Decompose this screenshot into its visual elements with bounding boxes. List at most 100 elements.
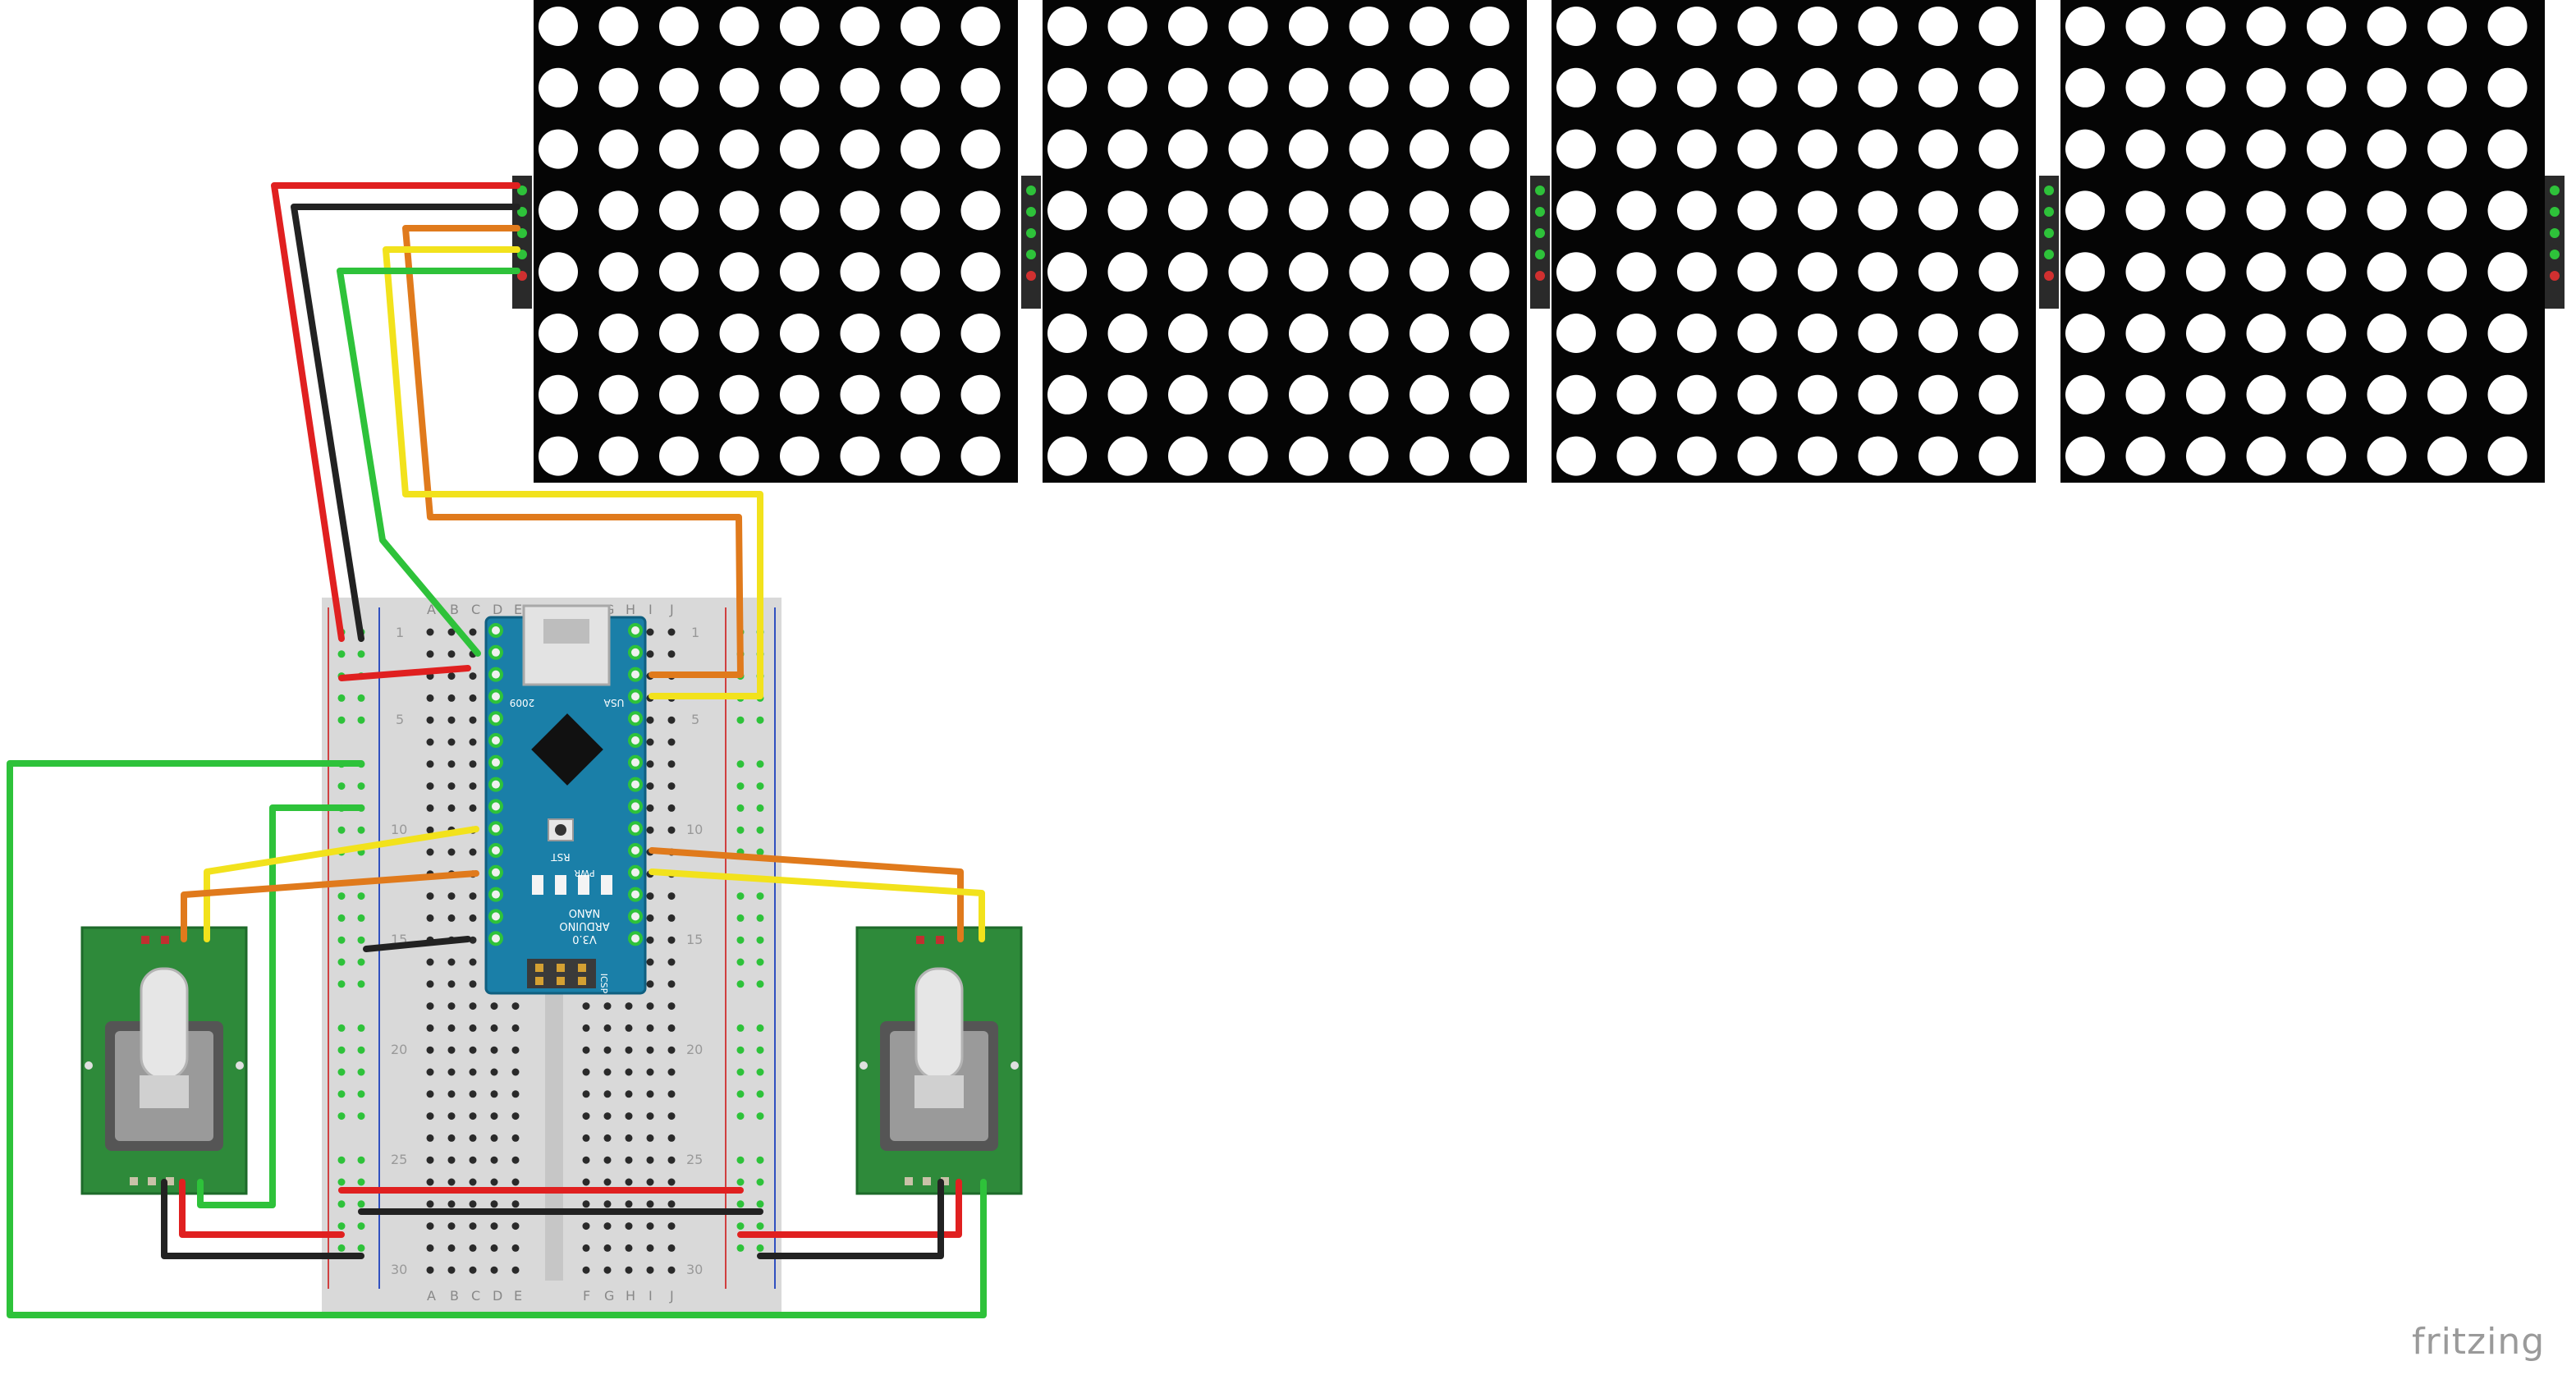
led-dot [1289,374,1328,415]
rail-hole [337,1046,346,1054]
led-dot [1858,252,1898,292]
led-dot [901,7,940,46]
breadboard-hole [447,1244,456,1252]
led-dot [1349,7,1389,46]
led-dot [1677,436,1717,476]
led-dot [2487,252,2528,292]
breadboard-hole [447,1134,456,1142]
led-dot [1798,374,1837,415]
led-dot [2065,314,2105,353]
led-dot [1228,190,1268,231]
rail-hole [756,716,764,724]
rail-hole [357,1156,365,1164]
connector-pin [1535,207,1545,217]
led-dot [1107,129,1148,169]
led-dot [719,252,759,292]
led-dot [1047,436,1087,476]
led-dot [1168,436,1208,476]
led-dot [1228,374,1268,415]
led-dot [1616,436,1657,476]
breadboard-hole [646,1068,654,1076]
led-dot [1556,252,1596,292]
breadboard-hole [426,1046,434,1054]
breadboard-hole [603,1134,612,1142]
breadboard-hole [490,1178,498,1186]
breadboard-hole [447,892,456,901]
led-dot [2487,7,2528,46]
breadboard-hole [667,716,676,724]
breadboard-hole [447,1266,456,1274]
arduino-pin [628,931,643,946]
led-dot [1168,314,1208,353]
connector-pin [2550,250,2560,259]
led-dot [1978,252,2019,292]
connector-pin [1026,250,1036,259]
breadboard-hole [447,1222,456,1230]
rail-hole [756,958,764,966]
breadboard-hole [469,1024,477,1032]
led-dot [598,374,639,415]
rail-hole [357,936,365,944]
led-dot [2427,252,2467,292]
rail-hole [756,1068,764,1076]
led-dot [1556,314,1596,353]
led-dot [659,436,699,476]
led-dot [1978,314,2019,353]
connector-pin [517,250,527,259]
breadboard-hole [667,980,676,988]
led-dot [2186,7,2225,46]
row-label-15-right: 15 [686,932,703,947]
arduino-pin [488,754,503,770]
led-dot [1349,67,1389,108]
arduino-pin [628,733,643,748]
breadboard-hole [426,760,434,768]
breadboard-hole [625,1068,633,1076]
led-dot [2246,67,2286,108]
rail-hole [337,1024,346,1032]
led-dot [1616,67,1657,108]
connector-pin [2550,271,2560,281]
encoder-pad [141,936,149,944]
breadboard-hole [469,716,477,724]
breadboard-hole [426,716,434,724]
led-dot [840,67,880,108]
rail-hole [337,1112,346,1120]
breadboard-hole [667,628,676,636]
breadboard-hole [667,1178,676,1186]
led-dot [1616,314,1657,353]
rail-hole [357,1068,365,1076]
led-dot [2065,7,2105,46]
rail-hole [736,1244,745,1252]
breadboard-hole [490,1090,498,1098]
rail-hole [357,826,365,834]
led-dot [598,436,639,476]
led-dot [1107,190,1148,231]
encoder-pad [161,936,169,944]
wire-gnd-right [757,1179,944,1259]
led-dot [901,190,940,231]
led-dot [2125,374,2166,415]
arduino-pin [628,777,643,792]
led-dot [1918,7,1958,46]
led-dot [840,374,880,415]
arduino-pin [628,689,643,704]
breadboard-hole [426,1112,434,1120]
breadboard-hole [511,1200,520,1208]
reset-button-cap [555,824,566,836]
breadboard-hole [426,1222,434,1230]
led-dot [1409,190,1449,231]
encoder-pin [923,1177,931,1185]
breadboard-hole [625,1046,633,1054]
led-dot [1737,314,1777,353]
led-dot [1737,190,1777,231]
rail-hole [357,1222,365,1230]
breadboard-hole [469,958,477,966]
led-dot [780,67,819,108]
led-dot [2065,129,2105,169]
breadboard-hole [646,914,654,922]
encoder-collar [914,1075,964,1108]
arduino-pin [488,843,503,858]
breadboard-hole [469,1156,477,1164]
connector-pin [2044,228,2054,238]
breadboard-hole [426,738,434,746]
